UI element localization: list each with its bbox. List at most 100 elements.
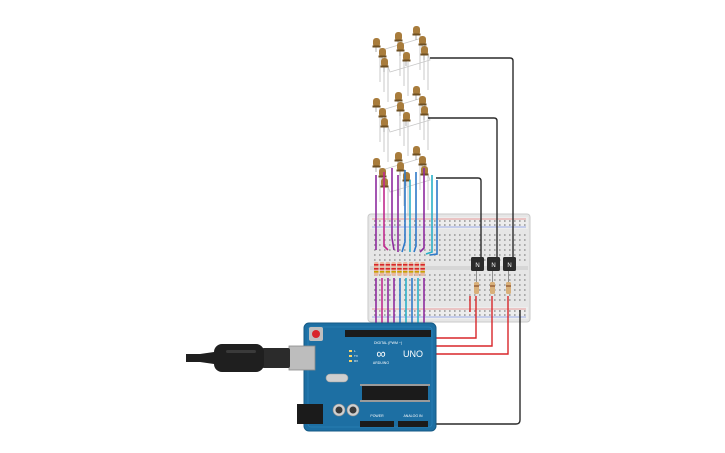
breadboard-hole	[389, 294, 391, 296]
breadboard-hole	[464, 220, 466, 222]
led[interactable]	[396, 42, 405, 56]
breadboard-hole	[494, 294, 496, 296]
control-wires	[432, 296, 509, 355]
breadboard-hole	[494, 244, 496, 246]
led[interactable]	[412, 86, 421, 100]
breadboard-hole	[444, 259, 446, 261]
breadboard-hole	[419, 244, 421, 246]
breadboard-hole	[439, 279, 441, 281]
breadboard-hole	[474, 224, 476, 226]
model-label: UNO	[403, 349, 423, 359]
resistor[interactable]	[391, 262, 396, 276]
wire-blue-1	[401, 170, 406, 253]
breadboard-hole	[484, 249, 486, 251]
breadboard-hole	[504, 224, 506, 226]
led[interactable]	[380, 58, 389, 72]
breadboard-hole	[429, 299, 431, 301]
breadboard-hole	[399, 224, 401, 226]
digital-header[interactable]	[345, 330, 431, 337]
breadboard-hole	[489, 244, 491, 246]
breadboard-hole	[399, 239, 401, 241]
led[interactable]	[372, 98, 381, 112]
resistor[interactable]	[408, 262, 414, 276]
breadboard-hole	[399, 220, 401, 222]
breadboard-hole	[519, 289, 521, 291]
resistor[interactable]	[397, 262, 402, 276]
usb-port[interactable]	[288, 345, 316, 371]
transistor-2[interactable]: N	[487, 257, 500, 271]
breadboard-hole	[504, 274, 506, 276]
breadboard-hole	[469, 220, 471, 222]
breadboard-hole	[519, 284, 521, 286]
led[interactable]	[372, 38, 381, 52]
resistor[interactable]	[420, 262, 425, 276]
breadboard-hole	[374, 234, 376, 236]
led[interactable]	[402, 52, 411, 66]
power-jack[interactable]	[297, 404, 323, 424]
crystal	[325, 373, 349, 383]
resistor[interactable]	[379, 262, 385, 276]
breadboard-hole	[494, 314, 496, 316]
led[interactable]	[412, 146, 421, 160]
breadboard-hole	[449, 249, 451, 251]
breadboard-hole	[469, 284, 471, 286]
breadboard-hole	[469, 224, 471, 226]
breadboard-hole	[464, 249, 466, 251]
resistor[interactable]	[385, 262, 391, 276]
power-header[interactable]	[360, 421, 394, 427]
breadboard-hole	[459, 234, 461, 236]
breadboard-hole	[394, 254, 396, 256]
usb-cable[interactable]	[186, 344, 290, 372]
arduino-board[interactable]: DIGITAL (PWM ~) ∞ UNO ARDUINO L TX RX	[288, 322, 437, 432]
transistor-3[interactable]: N	[503, 257, 516, 271]
breadboard-hole	[494, 234, 496, 236]
breadboard-hole	[524, 279, 526, 281]
breadboard[interactable]	[367, 213, 531, 323]
resistor[interactable]	[374, 262, 379, 276]
breadboard-hole	[459, 249, 461, 251]
led[interactable]	[412, 26, 421, 40]
resistor[interactable]	[414, 262, 420, 276]
breadboard-hole	[434, 244, 436, 246]
layer-wire-middle	[428, 117, 498, 262]
transistor-1[interactable]: N	[471, 257, 484, 271]
wire-purple-4	[419, 168, 425, 253]
brand-label: ARDUINO	[373, 361, 389, 365]
breadboard-hole	[434, 220, 436, 222]
ground-wire	[432, 310, 521, 425]
breadboard-hole	[374, 314, 376, 316]
breadboard-hole	[444, 224, 446, 226]
led[interactable]	[420, 106, 429, 120]
led[interactable]	[402, 112, 411, 126]
breadboard-hole	[379, 314, 381, 316]
breadboard-hole	[384, 279, 386, 281]
breadboard-hole	[434, 284, 436, 286]
breadboard-hole	[429, 224, 431, 226]
breadboard-hole	[524, 310, 526, 312]
resistor[interactable]	[403, 262, 408, 276]
breadboard-hole	[459, 294, 461, 296]
wire-purple-2	[391, 168, 395, 251]
breadboard-hole	[479, 299, 481, 301]
led[interactable]	[396, 162, 405, 176]
breadboard-hole	[374, 310, 376, 312]
led[interactable]	[372, 158, 381, 172]
led[interactable]	[380, 118, 389, 132]
breadboard-hole	[504, 239, 506, 241]
breadboard-hole	[459, 224, 461, 226]
breadboard-hole	[449, 220, 451, 222]
breadboard-hole	[439, 254, 441, 256]
wire-magenta-1	[383, 172, 389, 251]
breadboard-hole	[499, 289, 501, 291]
breadboard-hole	[484, 259, 486, 261]
analog-header[interactable]	[398, 421, 428, 427]
breadboard-hole	[419, 254, 421, 256]
breadboard-hole	[404, 299, 406, 301]
breadboard-hole	[489, 310, 491, 312]
breadboard-hole	[479, 314, 481, 316]
led[interactable]	[420, 46, 429, 60]
reset-button[interactable]	[309, 327, 323, 341]
breadboard-hole	[474, 220, 476, 222]
led[interactable]	[396, 102, 405, 116]
breadboard-hole	[374, 249, 376, 251]
